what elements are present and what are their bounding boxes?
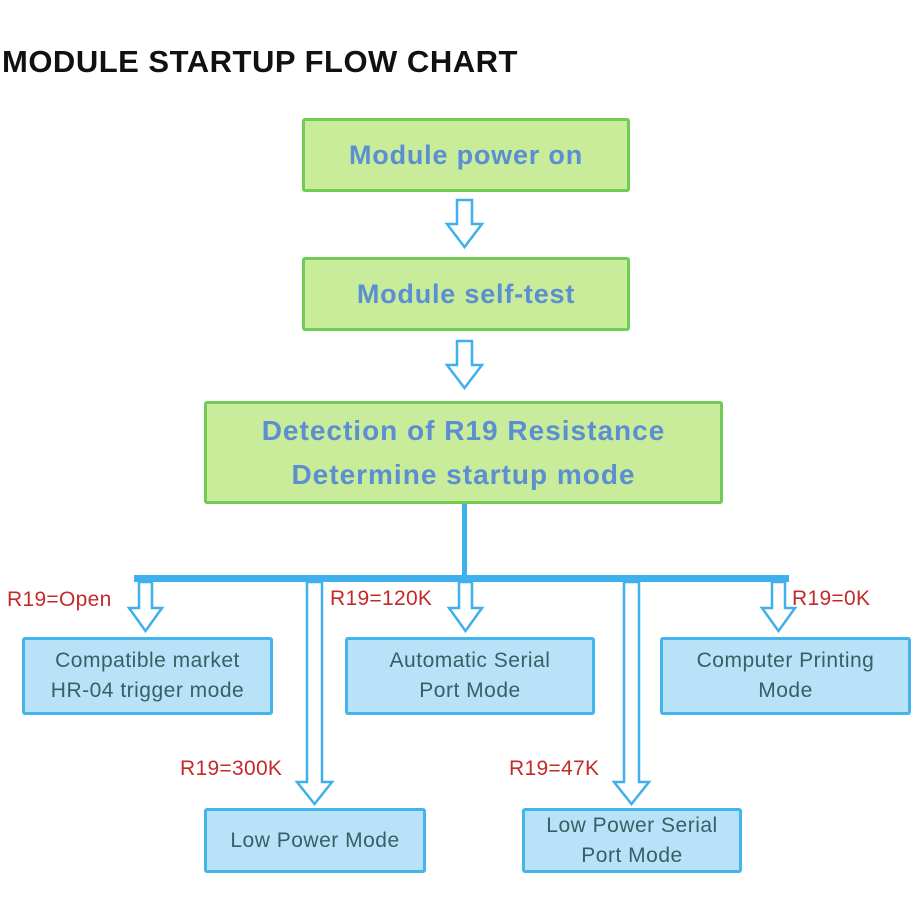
condition-label-47k: R19=47K <box>509 757 600 780</box>
mode-label-line-1: Low Power Serial <box>546 813 718 837</box>
mode-label-line-2: HR-04 trigger mode <box>50 679 245 702</box>
arrow-poweron-to-selftest <box>444 198 485 250</box>
page-title: MODULE STARTUP FLOW CHART <box>2 44 518 79</box>
arrow-selftest-to-detection <box>444 339 485 391</box>
step-label-line-1: Detection of R19 Resistance <box>261 414 666 446</box>
mode-label-line-2: Mode <box>758 679 813 702</box>
mode-automatic-serial-port: Automatic Serial Port Mode <box>345 637 595 715</box>
mode-low-power: Low Power Mode <box>204 808 426 873</box>
arrow-to-computer-printing <box>759 580 798 634</box>
step-module-power-on: Module power on <box>302 118 630 192</box>
step-module-self-test: Module self-test <box>302 257 630 331</box>
mode-label-line-1: Compatible market <box>55 649 240 672</box>
condition-label-open: R19=Open <box>7 588 112 611</box>
mode-low-power-serial-port: Low Power Serial Port Mode <box>522 808 742 873</box>
mode-label-line-1: Low Power Mode <box>230 828 400 852</box>
arrow-to-low-power-serial <box>611 580 652 807</box>
mode-label-line-1: Computer Printing <box>696 649 875 672</box>
condition-label-120k: R19=120K <box>330 587 433 610</box>
branch-bus <box>134 575 789 582</box>
arrow-to-auto-serial <box>446 580 485 634</box>
trunk-line <box>462 503 467 578</box>
mode-label-line-2: Port Mode <box>419 679 521 702</box>
mode-label-line-2: Port Mode <box>581 843 683 867</box>
mode-computer-printing: Computer Printing Mode <box>660 637 911 715</box>
mode-hr04-trigger: Compatible market HR-04 trigger mode <box>22 637 273 715</box>
condition-label-300k: R19=300K <box>180 757 283 780</box>
arrow-to-low-power <box>294 580 335 807</box>
mode-label-line-1: Automatic Serial <box>389 649 551 672</box>
condition-label-0k: R19=0K <box>792 587 871 610</box>
step-detection: Detection of R19 Resistance Determine st… <box>204 401 723 504</box>
arrow-to-hr04 <box>126 580 165 634</box>
step-label: Module self-test <box>356 278 576 309</box>
step-label-line-2: Determine startup mode <box>291 458 636 490</box>
step-label: Module power on <box>349 139 583 170</box>
